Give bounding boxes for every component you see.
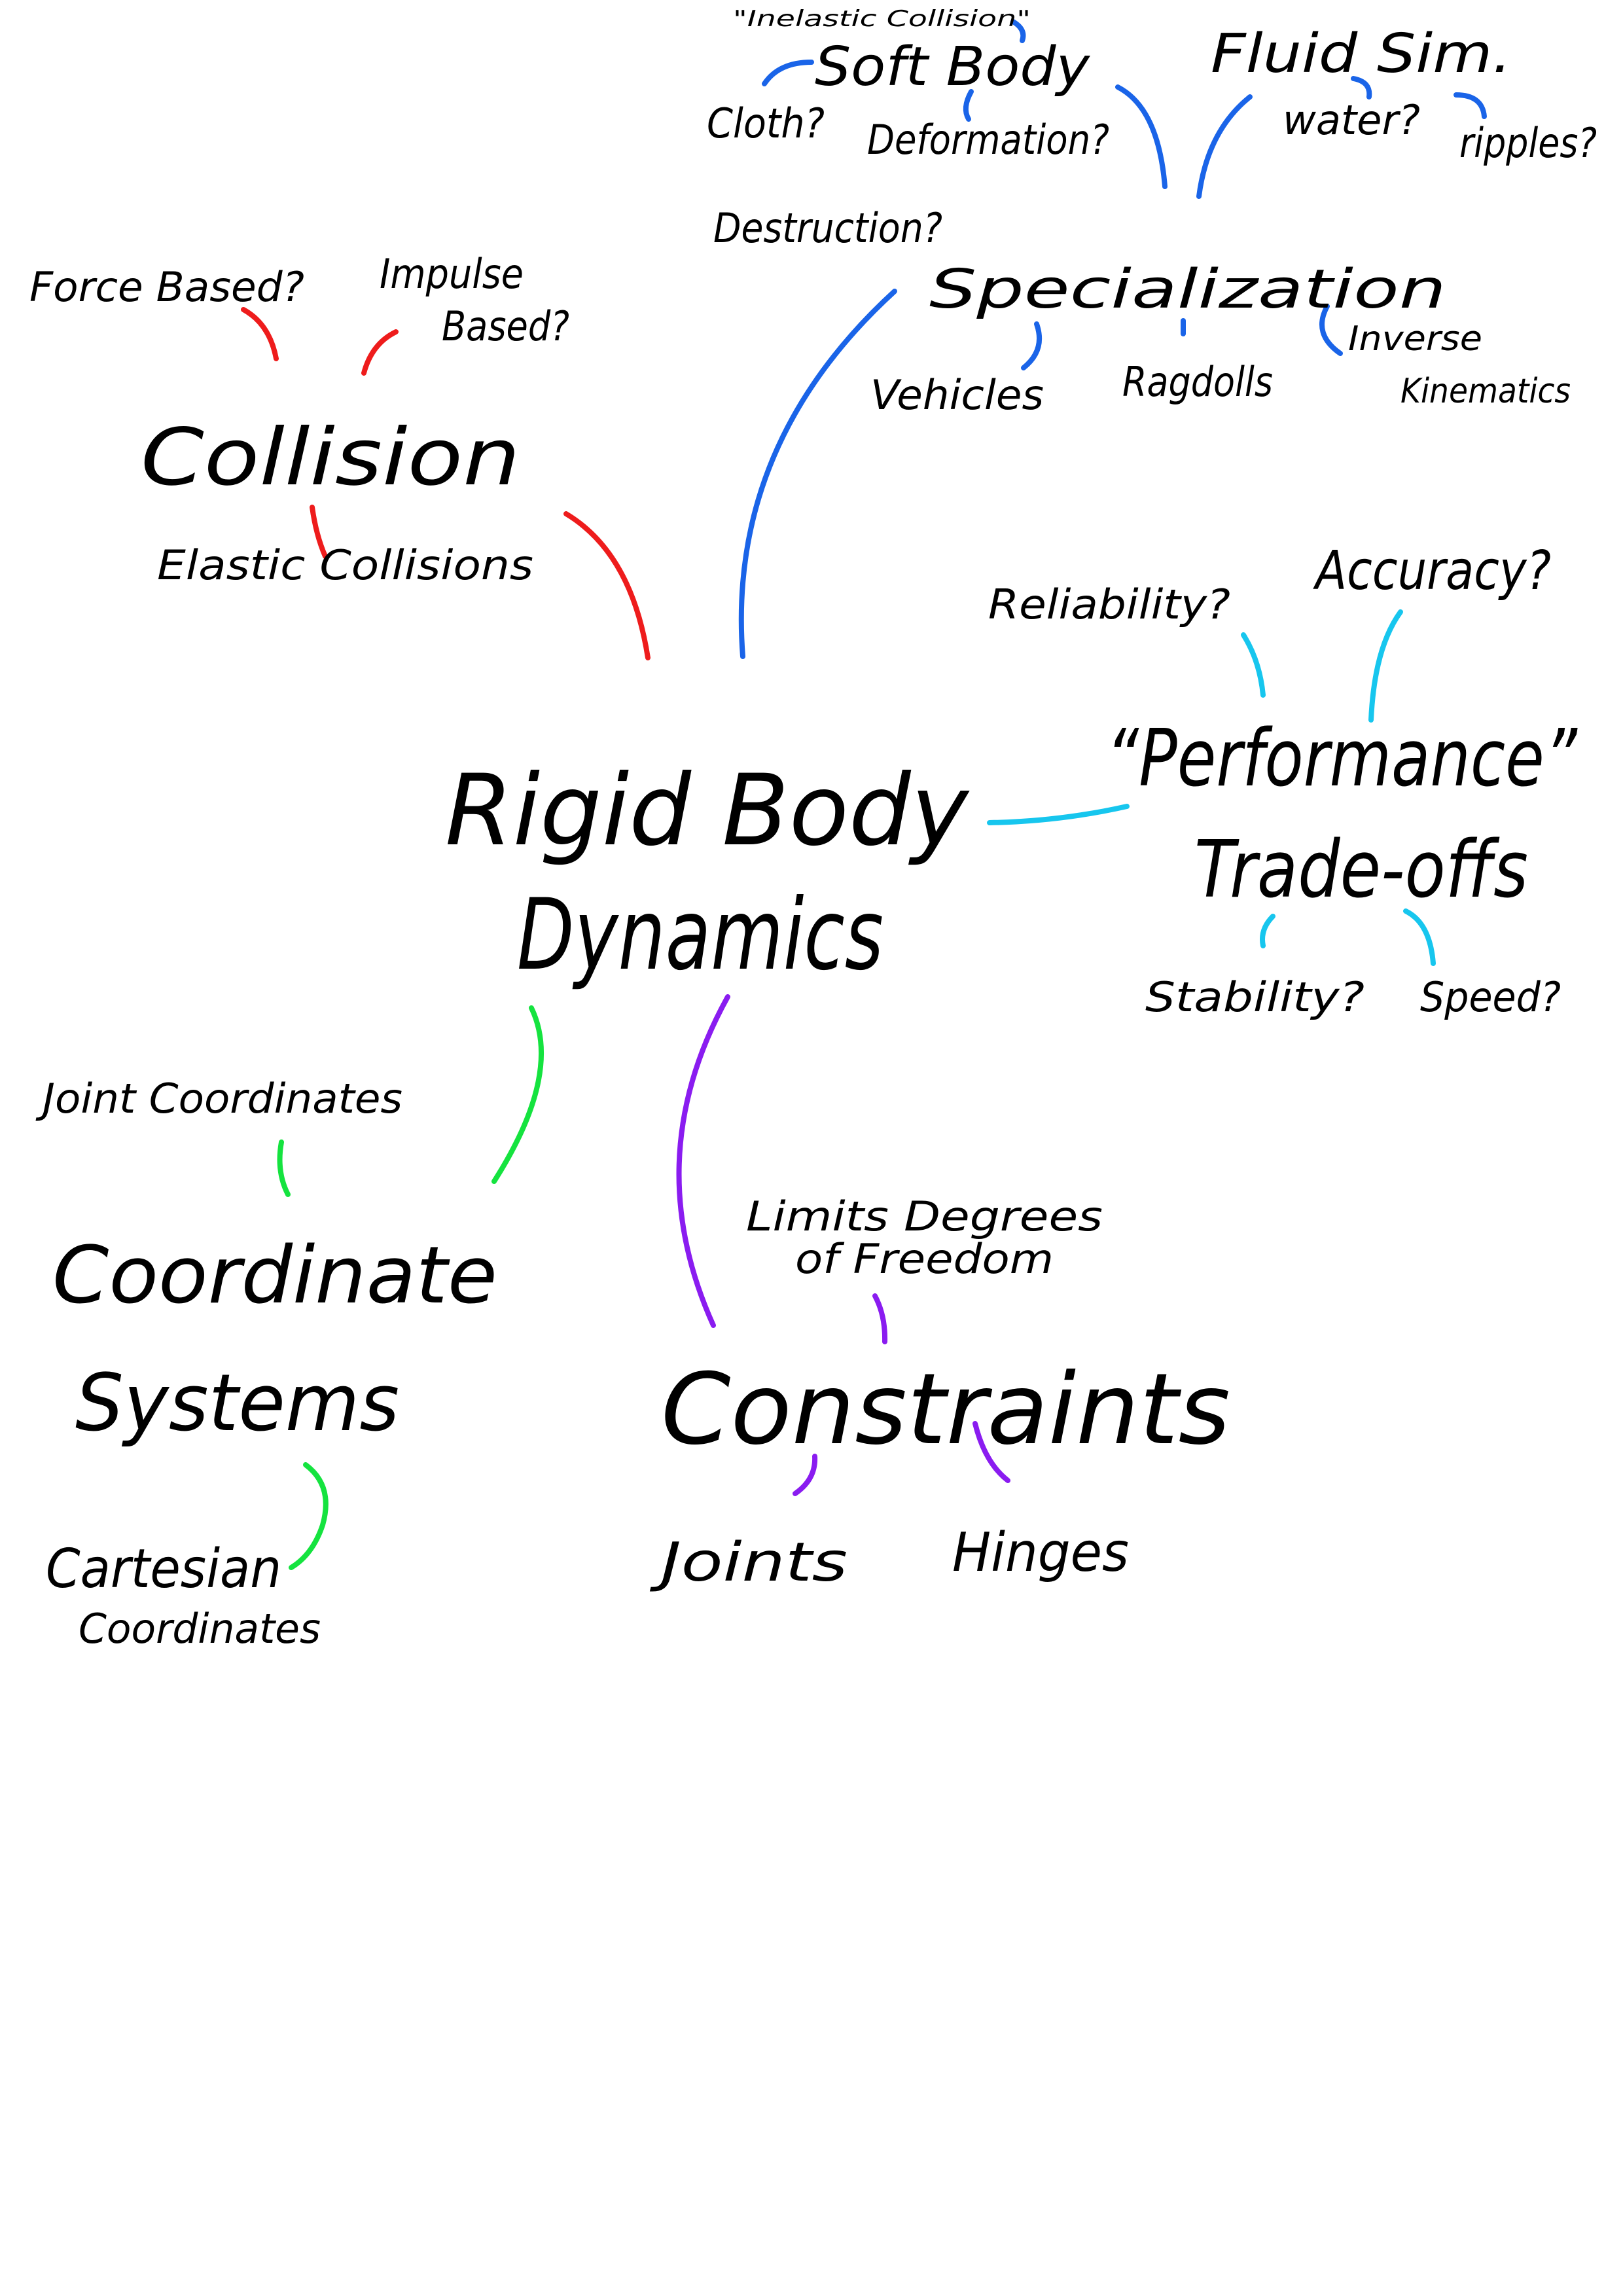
link-perf-speed	[1403, 908, 1436, 966]
specialization-links	[738, 19, 1487, 659]
deformation-label: Deformation?	[867, 116, 1109, 164]
limits-dof-line1: Limits Degrees	[746, 1193, 1103, 1240]
link-soft-inelastic	[1010, 19, 1026, 43]
link-coord-cartesian	[289, 1462, 329, 1570]
collision-title: Collision	[141, 412, 520, 503]
link-collision-force	[241, 307, 279, 361]
link-cons-limits	[872, 1293, 888, 1344]
soft-body-label: Soft Body	[815, 36, 1091, 98]
specialization-branch: Specialization Soft Body "Inelastic Coll…	[707, 6, 1597, 419]
ragdolls-label: Ragdolls	[1122, 358, 1273, 406]
impulse-based-line2: Based?	[442, 302, 569, 350]
link-perf-stability	[1260, 914, 1275, 948]
vehicles-label: Vehicles	[870, 371, 1044, 419]
constraints-links	[676, 994, 1010, 1496]
link-center-coordinate	[491, 1005, 544, 1184]
force-based-label: Force Based?	[29, 263, 304, 311]
link-center-collision	[563, 511, 651, 660]
joint-coordinates-label: Joint Coordinates	[35, 1075, 402, 1122]
link-collision-impulse	[361, 329, 399, 376]
ripples-label: ripples?	[1459, 119, 1597, 167]
coordinate-title-line1: Coordinate	[52, 1230, 497, 1321]
hinges-label: Hinges	[952, 1522, 1129, 1584]
constraints-branch: Constraints Limits Degrees of Freedom Jo…	[649, 1193, 1230, 1594]
performance-links	[987, 609, 1436, 966]
stability-label: Stability?	[1145, 973, 1364, 1021]
destruction-label: Destruction?	[713, 204, 942, 252]
coordinate-links	[277, 1005, 544, 1570]
accuracy-label: Accuracy?	[1313, 540, 1551, 602]
collision-branch: Collision Force Based? Impulse Based? El…	[29, 250, 569, 589]
link-soft-deformation	[963, 89, 974, 122]
specialization-title: Specialization	[929, 259, 1446, 321]
cartesian-coordinates-line2: Coordinates	[79, 1605, 321, 1653]
link-fluid-water	[1351, 76, 1372, 99]
water-label: water?	[1283, 96, 1420, 144]
link-collision-elastic	[310, 505, 328, 559]
center-title-line2: Dynamics	[517, 878, 883, 992]
link-perf-accuracy	[1368, 609, 1403, 723]
limits-dof-line2: of Freedom	[795, 1235, 1054, 1283]
reliability-label: Reliability?	[988, 581, 1230, 628]
link-cons-joints	[793, 1454, 818, 1496]
link-cons-hinges	[972, 1421, 1010, 1483]
link-coord-joint	[277, 1139, 291, 1197]
link-center-performance	[987, 804, 1130, 825]
performance-title-line1: “Performance”	[1106, 713, 1578, 804]
impulse-based-line1: Impulse	[380, 250, 524, 298]
coordinate-title-line2: Systems	[75, 1358, 399, 1449]
elastic-collisions-label: Elastic Collisions	[157, 541, 533, 589]
fluid-sim-label: Fluid Sim.	[1211, 23, 1512, 85]
inverse-kinematics-line1: Inverse	[1348, 319, 1482, 359]
performance-title-line2: Trade-offs	[1194, 825, 1528, 916]
link-spec-fluid	[1196, 94, 1253, 199]
cloth-label: Cloth?	[707, 99, 825, 147]
speed-label: Speed?	[1420, 973, 1561, 1021]
inelastic-collision-label: "Inelastic Collision"	[733, 6, 1031, 32]
link-center-specialization	[738, 289, 897, 659]
center-node: Rigid Body Dynamics	[445, 754, 970, 992]
link-spec-vehicles	[1021, 321, 1042, 370]
link-soft-cloth	[762, 60, 814, 86]
cartesian-coordinates-line1: Cartesian	[46, 1538, 281, 1600]
center-title-line1: Rigid Body	[445, 754, 970, 868]
link-center-constraints	[676, 994, 730, 1328]
inverse-kinematics-line2: Kinematics	[1400, 372, 1571, 411]
collision-links	[241, 307, 651, 660]
link-spec-softbody	[1115, 84, 1168, 189]
coordinate-branch: Coordinate Systems Joint Coordinates Car…	[35, 1075, 497, 1653]
link-spec-ik	[1319, 304, 1343, 356]
performance-branch: “Performance” Trade-offs Reliability? Ac…	[988, 540, 1578, 1021]
link-fluid-ripples	[1454, 92, 1487, 119]
link-perf-reliability	[1241, 632, 1266, 698]
joints-label: Joints	[649, 1532, 847, 1594]
constraints-title: Constraints	[661, 1353, 1230, 1467]
